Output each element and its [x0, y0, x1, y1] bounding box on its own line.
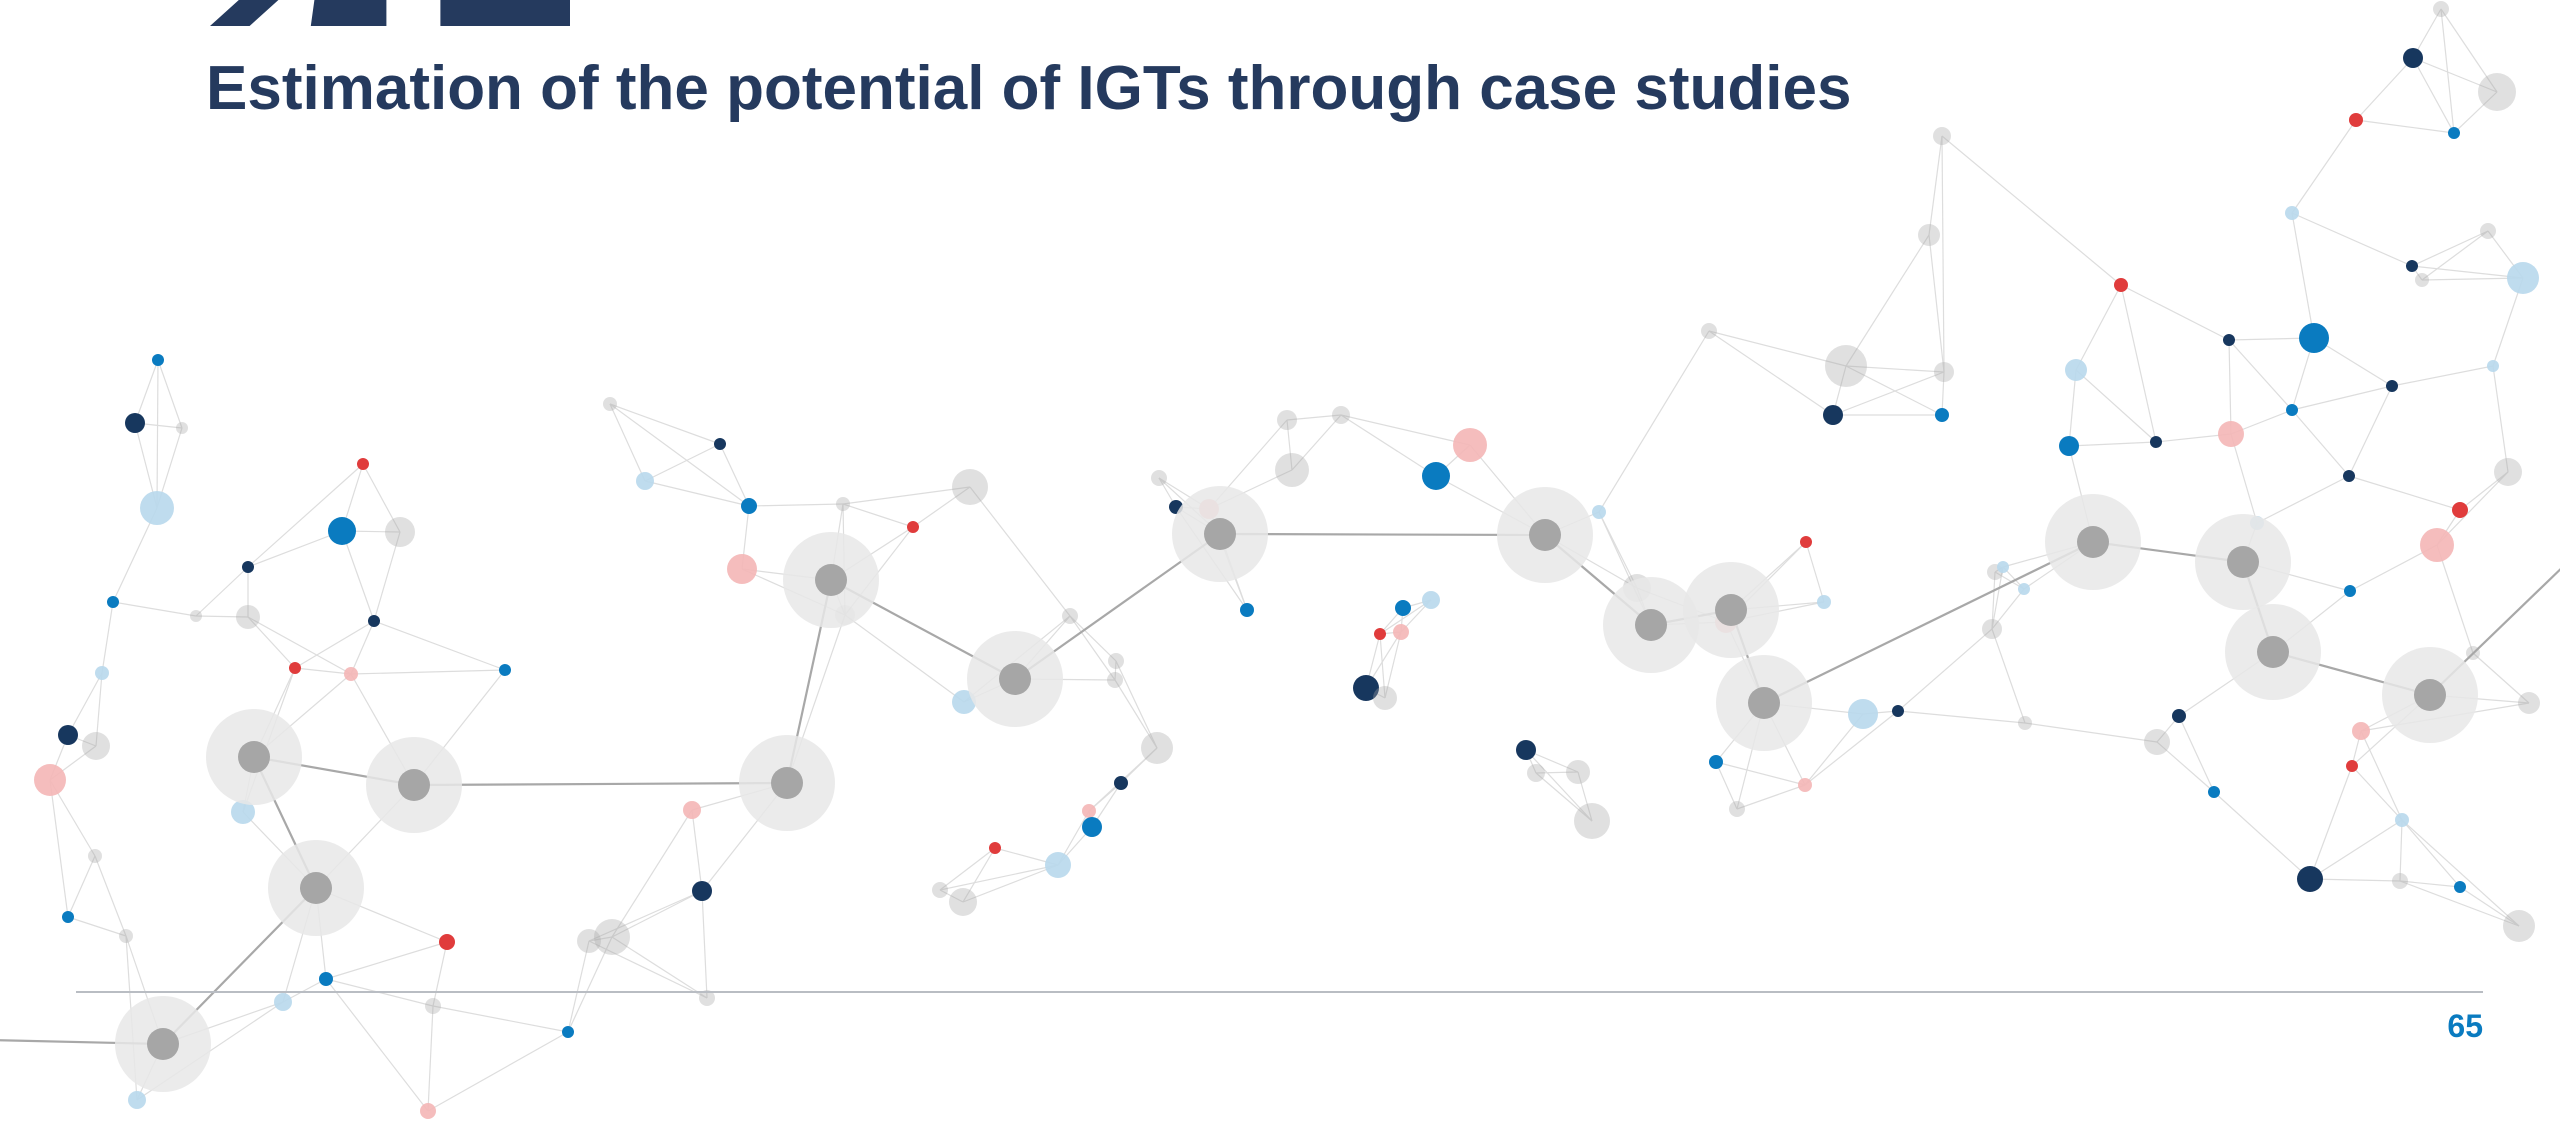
slide-title: Estimation of the potential of IGTs thro…: [206, 54, 1852, 123]
page-number: 65: [2447, 1008, 2483, 1044]
footer-divider: [76, 991, 2483, 993]
